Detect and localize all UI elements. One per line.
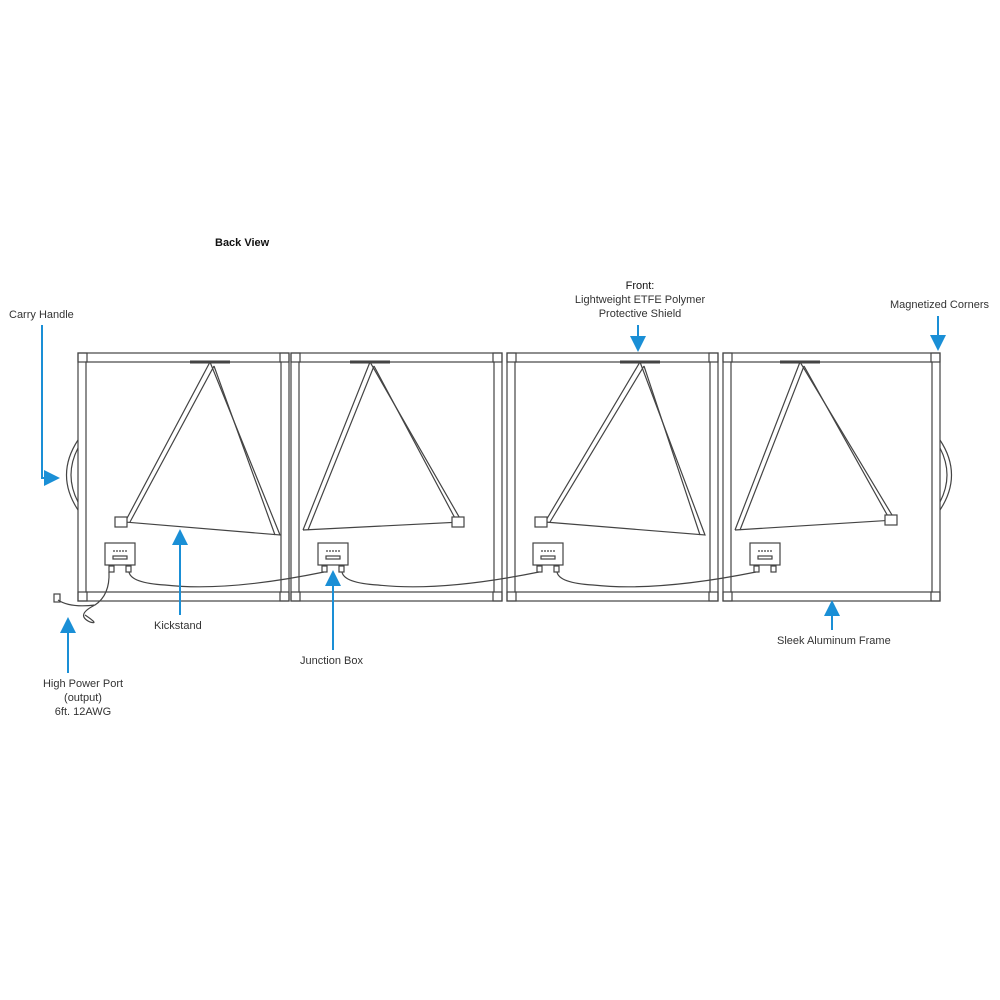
connector	[338, 565, 345, 573]
kickstand-hinge	[884, 514, 898, 526]
magnetized-corner	[279, 591, 290, 602]
connector	[125, 565, 132, 573]
junction-box	[104, 542, 136, 566]
carry-handle-left	[66, 439, 79, 511]
magnetized-corner	[290, 352, 301, 363]
junction-box	[532, 542, 564, 566]
magnetized-corner	[930, 352, 941, 363]
panel-frame	[77, 352, 290, 602]
magnetized-corner	[708, 591, 719, 602]
kickstand	[302, 360, 464, 531]
kickstand	[734, 360, 897, 531]
kickstand-hinge	[451, 516, 465, 528]
kickstand-hinge	[114, 516, 128, 528]
panel-inner-frame	[298, 361, 495, 593]
magnetized-corner	[722, 591, 733, 602]
label-magnetized-corners: Magnetized Corners	[890, 299, 990, 311]
carry-handle-arrow	[41, 325, 60, 486]
magnetized-corner	[722, 352, 733, 363]
front-line2: Protective Shield	[598, 308, 682, 320]
connector	[753, 565, 760, 573]
port-line3: 6ft. 12AWG	[54, 706, 112, 718]
diagram-title: Back View	[215, 237, 270, 249]
junction-box-detail	[112, 555, 128, 560]
junction-box-detail	[540, 555, 556, 560]
magnetized-corner	[492, 591, 503, 602]
kickstand-edge	[307, 365, 458, 531]
kickstand-edge	[549, 365, 701, 536]
magnetized-corner	[290, 591, 301, 602]
kickstand-edge	[739, 365, 891, 531]
junction-box	[317, 542, 349, 566]
magnetized-corner	[77, 352, 88, 363]
junction-box-detail	[325, 555, 341, 560]
kickstand-edge	[129, 365, 276, 536]
kickstand-hinge	[534, 516, 548, 528]
magnetized-corner	[492, 352, 503, 363]
label-carry-handle: Carry Handle	[9, 309, 74, 321]
junction-box-detail	[757, 555, 773, 560]
kickstand	[124, 360, 281, 536]
panel-inner-frame	[730, 361, 933, 593]
connector	[321, 565, 328, 573]
junction-box	[749, 542, 781, 566]
connector	[536, 565, 543, 573]
cable	[128, 571, 325, 588]
magnetized-corner	[708, 352, 719, 363]
magnetized-corner	[506, 352, 517, 363]
panel-inner-frame	[514, 361, 711, 593]
carry-handle-right	[939, 439, 952, 511]
panel-frame	[506, 352, 719, 602]
connector	[770, 565, 777, 573]
cable	[341, 571, 540, 588]
magnetized-corner	[77, 591, 88, 602]
magnetized-corner	[930, 591, 941, 602]
magnetized-corner	[279, 352, 290, 363]
output-cable	[57, 571, 110, 624]
connector	[553, 565, 560, 573]
front-line1: Lightweight ETFE Polymer	[574, 294, 706, 306]
panel-inner-frame	[85, 361, 282, 593]
cable	[556, 571, 757, 588]
kickstand	[544, 360, 706, 536]
panel-frame	[290, 352, 503, 602]
front-heading: Front:	[625, 280, 655, 292]
label-high-power-port: High Power Port (output) 6ft. 12AWG	[28, 677, 138, 719]
port-line1: High Power Port	[42, 678, 124, 690]
port-line2: (output)	[64, 692, 102, 704]
label-kickstand: Kickstand	[154, 620, 202, 632]
label-frame: Sleek Aluminum Frame	[777, 635, 891, 647]
magnetized-corner	[506, 591, 517, 602]
connector	[108, 565, 115, 573]
label-front: Front: Lightweight ETFE Polymer Protecti…	[545, 279, 735, 321]
high-power-port	[53, 593, 61, 603]
label-junction-box: Junction Box	[300, 655, 363, 667]
